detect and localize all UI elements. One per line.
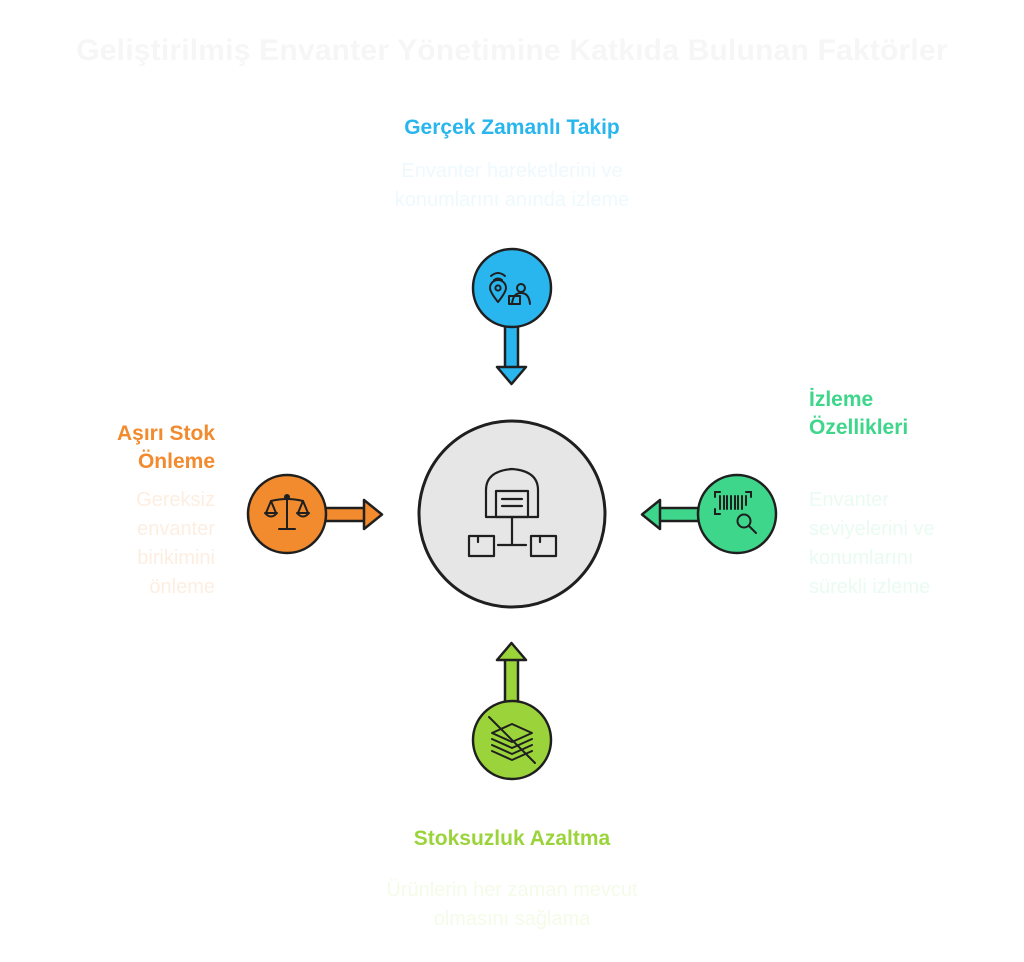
left-factor-description: Gereksiz envanter birikimini önleme bbox=[15, 486, 215, 602]
description-line: sürekli izleme bbox=[809, 576, 931, 598]
balance-scale-icon bbox=[264, 494, 310, 530]
bottom-factor-description: Ürünlerin her zaman mevcut olmasını sağl… bbox=[312, 876, 712, 934]
no-stock-icon bbox=[488, 716, 536, 764]
description-line: konumlarını anında izleme bbox=[394, 189, 630, 211]
left-factor-heading: Aşırı Stok Önleme bbox=[15, 420, 215, 476]
description-line: olmasını sağlama bbox=[433, 908, 591, 930]
diagram-title: Geliştirilmiş Envanter Yönetimine Katkıd… bbox=[76, 34, 948, 67]
warehouse-network-icon bbox=[467, 467, 558, 558]
barcode-search-icon bbox=[714, 491, 757, 534]
heading-line: İzleme bbox=[809, 388, 874, 411]
heading-line: Özellikleri bbox=[809, 416, 909, 439]
location-tracking-icon bbox=[489, 272, 531, 305]
top-factor-circle bbox=[471, 247, 553, 329]
description-line: birikimini bbox=[137, 547, 215, 569]
description-line: envanter bbox=[137, 518, 215, 540]
heading-line: Önleme bbox=[137, 450, 215, 473]
right-factor-circle bbox=[696, 473, 778, 555]
top-factor-description: Envanter hareketlerini ve konumlarını an… bbox=[312, 157, 712, 215]
description-line: Gereksiz bbox=[136, 489, 215, 511]
description-line: konumlarını bbox=[809, 547, 914, 569]
bottom-factor-heading: Stoksuzluk Azaltma bbox=[413, 827, 611, 850]
description-line: Envanter hareketlerini ve bbox=[401, 160, 623, 182]
description-line: önleme bbox=[149, 576, 215, 598]
center-hub bbox=[417, 419, 607, 609]
top-factor-heading: Gerçek Zamanlı Takip bbox=[404, 116, 620, 139]
description-line: seviyelerini ve bbox=[809, 518, 935, 540]
right-factor-description: Envanter seviyelerini ve konumlarını sür… bbox=[809, 486, 1009, 602]
bottom-connector-arrow bbox=[495, 641, 528, 708]
left-connector-arrow bbox=[318, 498, 384, 531]
description-line: Ürünlerin her zaman mevcut bbox=[386, 879, 638, 901]
right-factor-heading: İzleme Özellikleri bbox=[809, 386, 1009, 442]
heading-line: Aşırı Stok bbox=[116, 422, 215, 445]
description-line: Envanter bbox=[809, 489, 890, 511]
right-connector-arrow bbox=[640, 498, 705, 531]
